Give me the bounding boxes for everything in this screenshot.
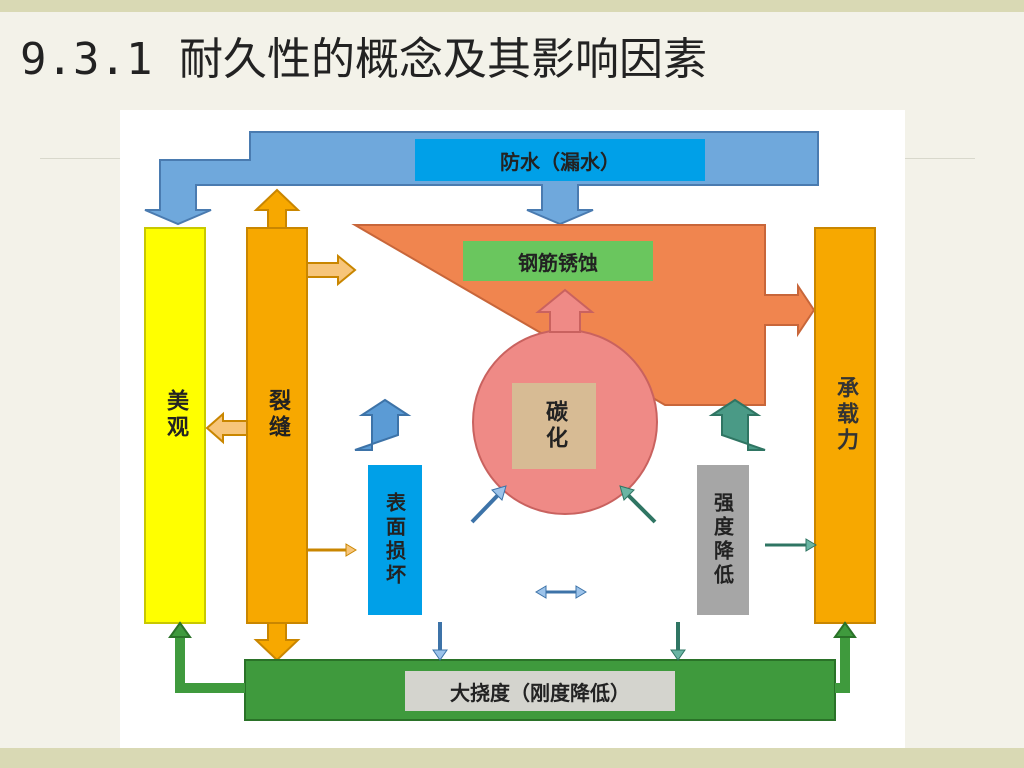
crack-arrow-top: [253, 188, 301, 229]
slide-title: 9.3.1 耐久性的概念及其影响因素: [20, 34, 707, 85]
surface-to-carbonation-line: [470, 493, 500, 524]
surface-damage-region: [354, 398, 412, 451]
deflection-left-arrow: [168, 621, 192, 638]
durability-factors-diagram: 防水（漏水） 钢筋锈蚀 美观 裂缝 碳化 表面损坏 强度降低 承载力 大挠度（刚…: [120, 110, 905, 748]
strength-to-bearing-head: [805, 538, 817, 552]
strength-to-carbonation-head: [619, 485, 635, 501]
carbonation-label: 碳化: [512, 383, 596, 469]
surface-damage-label: 表面损坏: [368, 465, 422, 615]
rebar-corrosion-label: 钢筋锈蚀: [463, 241, 653, 281]
crack-arrow-bottom: [253, 622, 301, 662]
decorative-line-right: [905, 158, 975, 159]
waterproof-label: 防水（漏水）: [415, 139, 705, 181]
strength-reduction-label: 强度降低: [697, 465, 749, 615]
crack-to-corrosion-arrow: [306, 253, 357, 287]
decorative-line-left: [40, 158, 120, 159]
deflection-right-connector: [835, 635, 850, 693]
surface-to-carbonation-head: [491, 485, 507, 501]
crack-label: 裂缝: [265, 389, 290, 441]
surface-strength-head-right: [575, 585, 587, 599]
bearing-capacity-label: 承载力: [833, 376, 858, 454]
surface-strength-head-left: [535, 585, 547, 599]
appearance-column: [144, 227, 206, 624]
deflection-right-arrow: [833, 621, 857, 638]
top-band: [0, 0, 1024, 12]
deflection-left-connector: [175, 635, 245, 693]
strength-to-carbonation-line: [626, 493, 657, 524]
appearance-label: 美观: [163, 389, 188, 441]
strength-reduction-region: [708, 398, 766, 451]
carbonation-up-arrow: [535, 288, 595, 333]
crack-to-surface-head: [345, 543, 357, 557]
surface-to-deflection-head: [432, 649, 448, 661]
bottom-band: [0, 748, 1024, 768]
large-deflection-label: 大挠度（刚度降低）: [405, 671, 675, 711]
crack-to-appearance-arrow: [205, 411, 248, 445]
strength-to-deflection-head: [670, 649, 686, 661]
